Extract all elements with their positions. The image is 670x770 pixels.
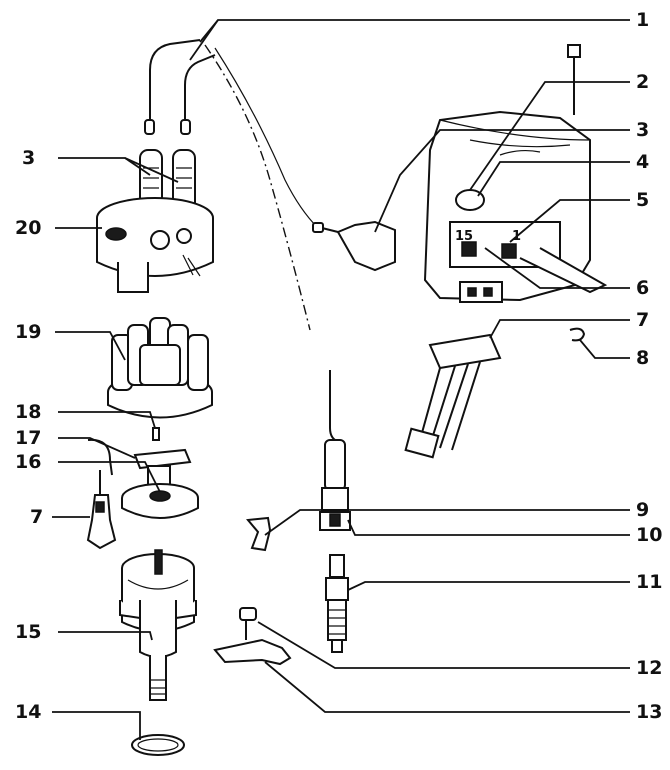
ignition-coil: 15 1 (423, 44, 608, 303)
callout-1: 1 (636, 9, 649, 31)
callout-7-right: 7 (636, 309, 649, 331)
ht-leads (144, 39, 319, 331)
callout-4: 4 (636, 151, 649, 173)
retaining-clip (569, 327, 586, 342)
callout-11: 11 (636, 571, 662, 593)
callout-labels: 1 2 3 4 5 6 7 8 9 10 11 12 13 14 15 16 1… (15, 9, 662, 723)
callout-6: 6 (636, 277, 649, 299)
callout-20: 20 (15, 217, 41, 239)
callout-14: 14 (15, 701, 41, 723)
distributor-cap-with-suppressor-caps (96, 149, 214, 293)
o-ring (131, 734, 185, 756)
callout-2: 2 (636, 71, 649, 93)
hall-sender-connector (86, 470, 117, 550)
spark-plug-and-connector (319, 370, 351, 653)
callout-17: 17 (15, 427, 41, 449)
callout-7-left: 7 (30, 506, 43, 528)
callout-10: 10 (636, 524, 662, 546)
terminal-15-label: 15 (455, 229, 473, 244)
callout-16: 16 (15, 451, 41, 473)
leader-lines (52, 19, 630, 740)
callout-3-right: 3 (636, 119, 649, 141)
callout-12: 12 (636, 657, 662, 679)
contact-cap (107, 317, 213, 419)
callout-13: 13 (636, 701, 662, 723)
callout-5: 5 (636, 189, 649, 211)
callout-3-left: 3 (22, 147, 35, 169)
callout-15: 15 (15, 621, 41, 643)
callout-18: 18 (15, 401, 41, 423)
callout-19: 19 (15, 321, 41, 343)
coil-ht-lead-cap (312, 220, 396, 272)
clamp-hardware (213, 516, 292, 666)
distributor-body (119, 549, 197, 701)
coil-connector-plug (404, 333, 502, 459)
callout-8: 8 (636, 347, 649, 369)
callout-9: 9 (636, 499, 649, 521)
